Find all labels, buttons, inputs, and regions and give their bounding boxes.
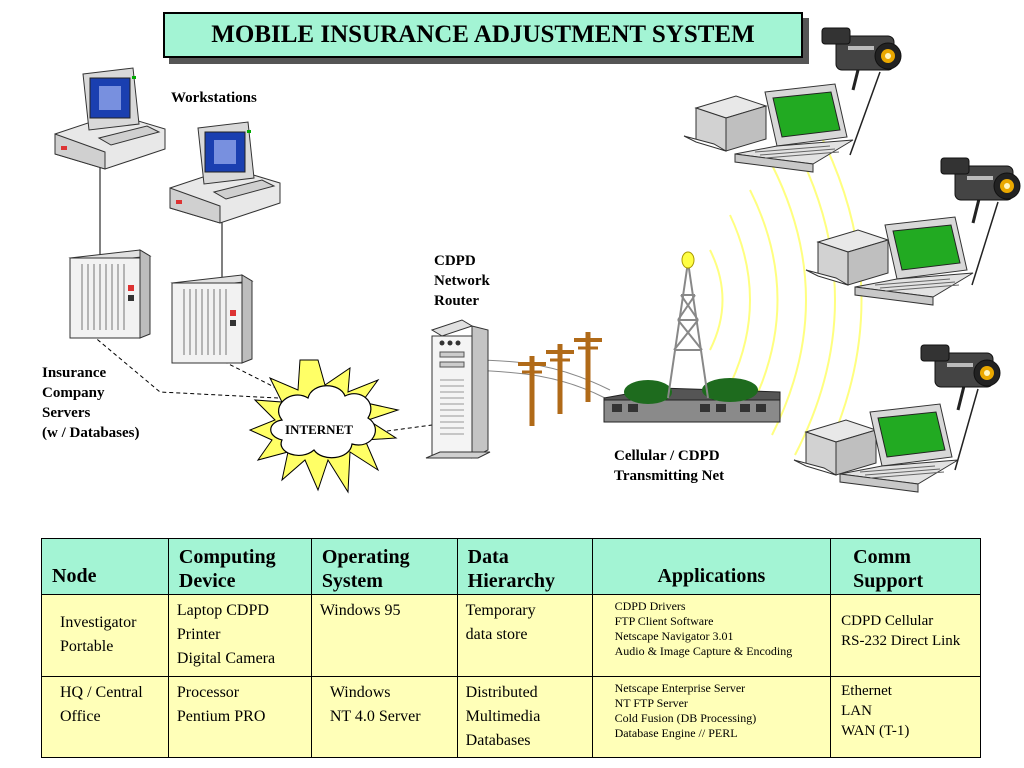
page-title: MOBILE INSURANCE ADJUSTMENT SYSTEM xyxy=(163,12,803,58)
workstation-icon xyxy=(54,67,166,170)
radio-waves xyxy=(709,129,863,471)
workstation-icon xyxy=(169,121,281,224)
router-tower-icon xyxy=(425,319,491,459)
label-internet: INTERNET xyxy=(285,422,353,437)
label-workstations: Workstations xyxy=(171,90,257,106)
utility-pole-icon xyxy=(518,356,546,426)
network-diagram xyxy=(54,27,1021,494)
server-rack-icon xyxy=(171,274,253,364)
printer-icon xyxy=(793,419,877,476)
cell-os: Windows 95 xyxy=(310,594,458,677)
header-node: Node xyxy=(41,538,169,595)
video-camera-icon xyxy=(920,344,1001,388)
header-applications: Applications xyxy=(591,538,832,595)
utility-pole-icon xyxy=(574,332,602,402)
label-servers: Insurance Company Servers (w / Databases… xyxy=(42,365,140,441)
server-rack-icon xyxy=(69,249,151,339)
video-camera-icon xyxy=(940,157,1021,201)
cell-tower-icon xyxy=(603,251,781,423)
internet-cloud-icon xyxy=(248,359,400,494)
label-router: CDPD Network Router xyxy=(434,253,490,309)
printer-icon xyxy=(805,229,889,286)
utility-pole-icon xyxy=(546,344,574,414)
video-camera-icon xyxy=(821,27,902,71)
printer-icon xyxy=(683,95,767,152)
label-cellular-net: Cellular / CDPD Transmitting Net xyxy=(614,448,725,484)
